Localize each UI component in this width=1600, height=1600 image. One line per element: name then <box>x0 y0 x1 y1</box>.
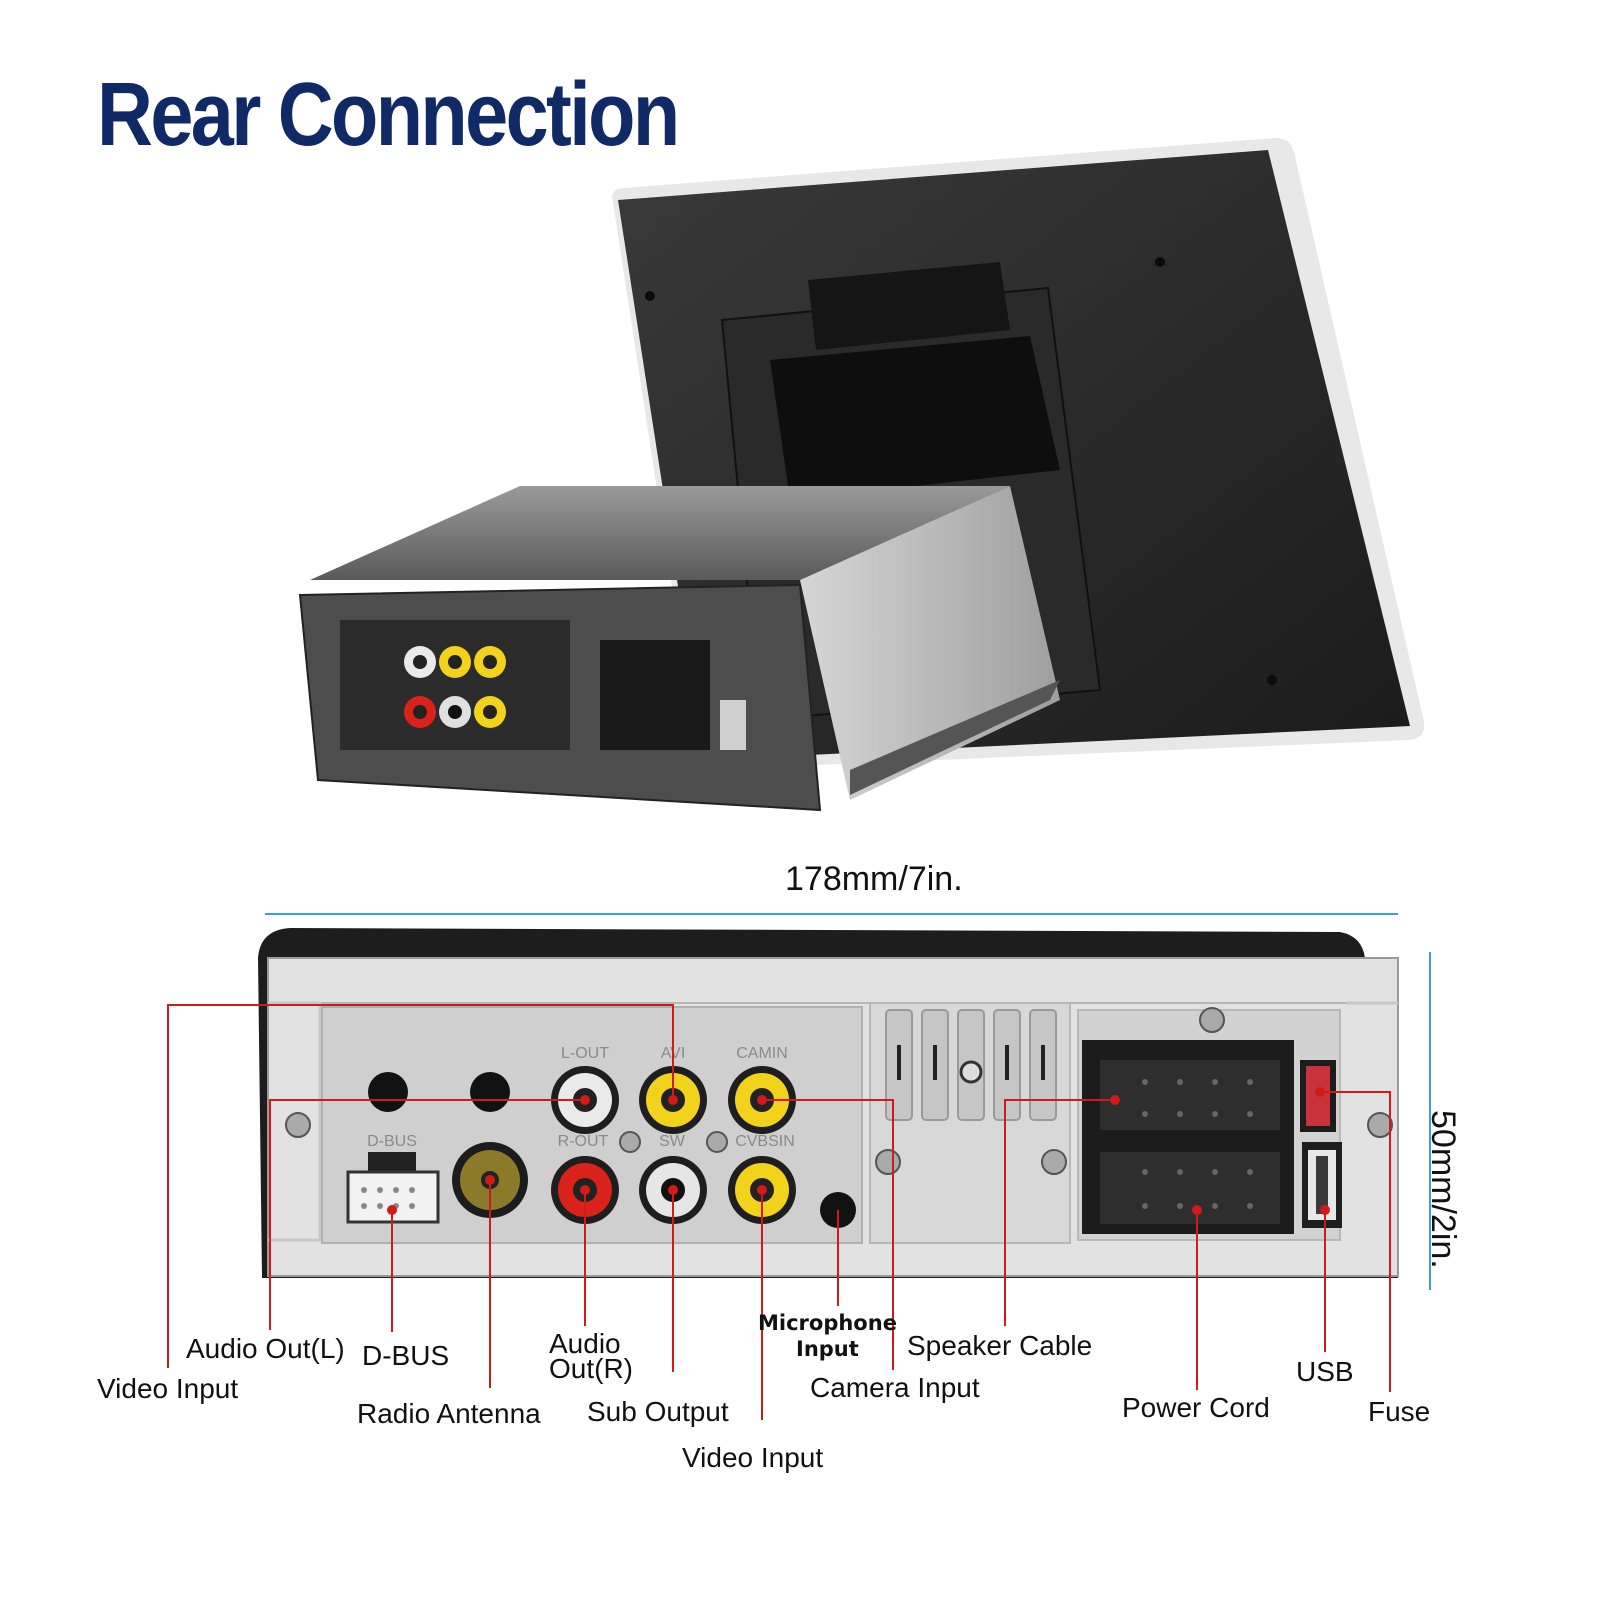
callout-audio-out-r-line1: Audio <box>549 1328 621 1359</box>
width-dimension-label: 178mm/7in. <box>785 860 963 898</box>
callout-fuse: Fuse <box>1368 1396 1431 1427</box>
callout-microphone-line2: Input <box>796 1337 859 1361</box>
panel-label-sw: SW <box>659 1133 686 1150</box>
gps-port <box>368 1072 408 1112</box>
panel-label-l-out: L-OUT <box>561 1045 609 1062</box>
panel-label-d-bus: D-BUS <box>367 1133 417 1150</box>
blank-hole <box>470 1072 510 1112</box>
leader-camera-input <box>762 1099 894 1370</box>
panel-label-r-out: R-OUT <box>558 1133 609 1150</box>
callout-speaker-cable: Speaker Cable <box>907 1330 1093 1361</box>
product-rear-view-illustration <box>298 137 1425 812</box>
leader-audio-out-l <box>269 1099 585 1330</box>
panel-label-cam-in: CAMIN <box>736 1045 788 1062</box>
screw-hole <box>1155 257 1165 267</box>
callout-radio-antenna: Radio Antenna <box>357 1398 541 1429</box>
callout-video-input-2: Video Input <box>682 1442 824 1473</box>
callout-video-input-1: Video Input <box>97 1373 239 1404</box>
callout-usb: USB <box>1296 1356 1354 1387</box>
screw-hole <box>645 291 655 301</box>
page-title: Rear Connection <box>97 65 680 165</box>
callout-sub-output: Sub Output <box>587 1396 729 1427</box>
callout-microphone-line1: Microphone <box>758 1311 897 1335</box>
leader-fuse <box>1320 1091 1391 1392</box>
callout-d-bus: D-BUS <box>362 1340 450 1371</box>
panel-label-cvbs-in: CVBSIN <box>735 1133 795 1150</box>
screw-hole <box>1267 675 1277 685</box>
leader-speaker-cable <box>1004 1099 1115 1326</box>
callout-audio-out-r-line2: Out(R) <box>549 1353 633 1384</box>
callout-audio-out-l: Audio Out(L) <box>186 1333 345 1364</box>
callout-camera-input: Camera Input <box>810 1372 980 1403</box>
callout-power-cord: Power Cord <box>1122 1392 1270 1423</box>
leader-video-input-1 <box>167 1004 674 1368</box>
